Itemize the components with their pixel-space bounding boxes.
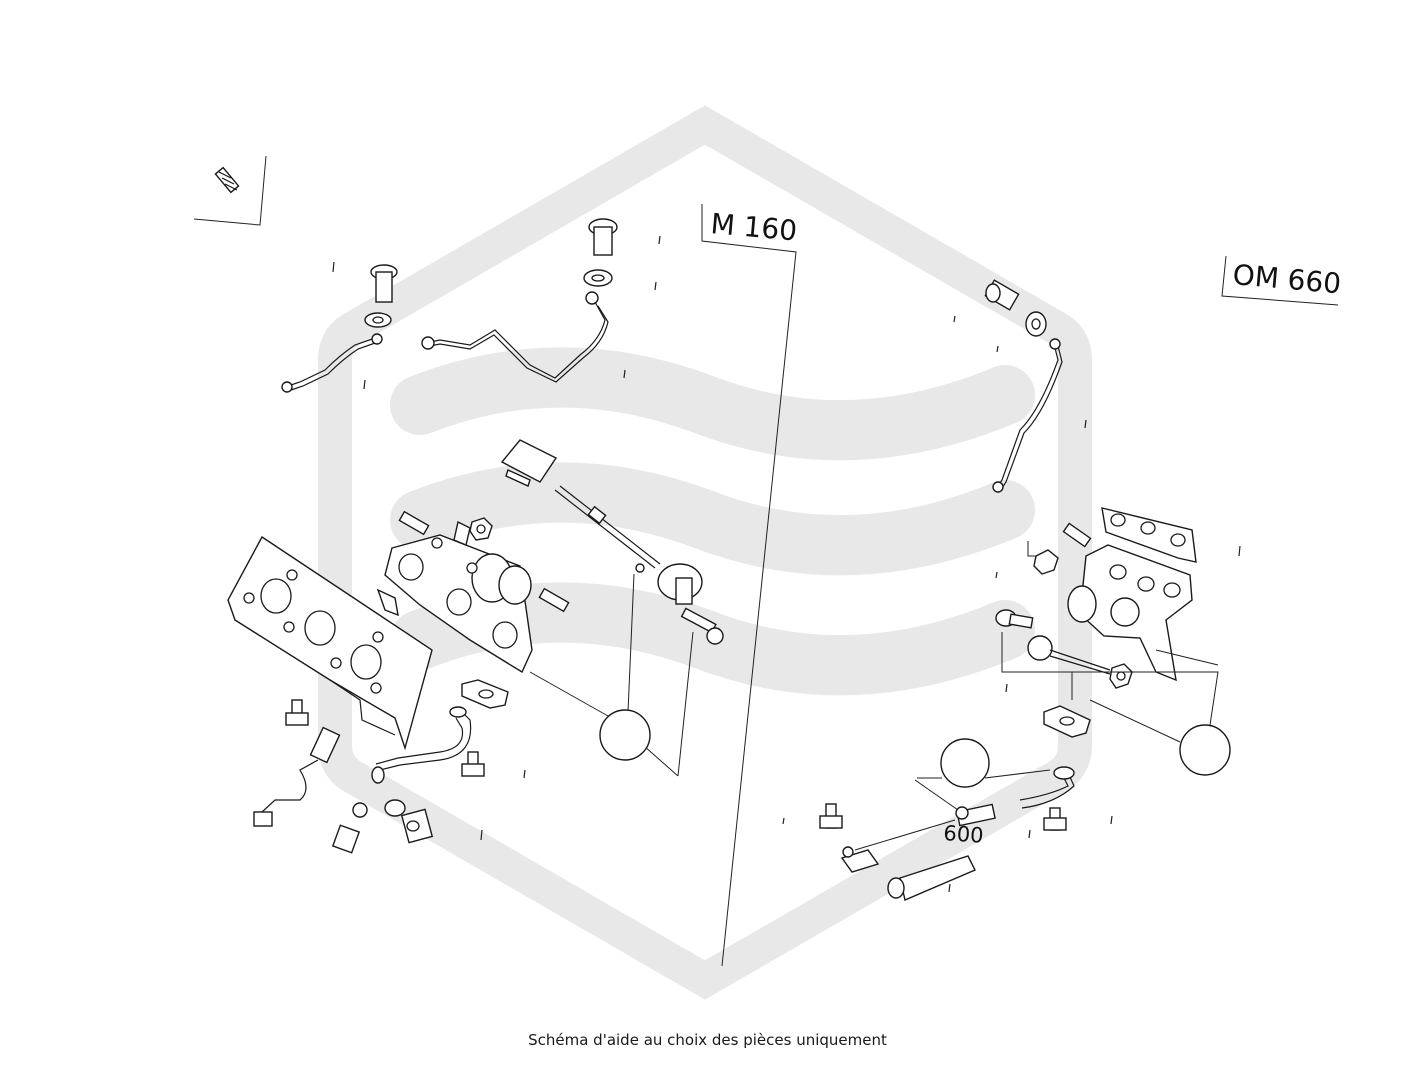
bolt-om660-top bbox=[995, 609, 1034, 629]
stud-om660 bbox=[1062, 522, 1092, 548]
reference-ball-left bbox=[529, 573, 694, 777]
tick-marks bbox=[332, 235, 1241, 893]
wastegate-actuator-om660 bbox=[1027, 635, 1133, 689]
stud-bolt bbox=[214, 166, 240, 194]
caption: Schéma d'aide au choix des pièces unique… bbox=[528, 1031, 887, 1049]
banjo-bolt-om660 bbox=[984, 279, 1047, 337]
gasket-oil-return bbox=[461, 679, 509, 709]
sealant-tube: 600 bbox=[887, 821, 985, 901]
nut-turbo bbox=[469, 517, 493, 541]
engine-label-om660: OM 660 bbox=[1231, 258, 1342, 300]
oil-line-center bbox=[421, 301, 609, 383]
stud-turbo-right bbox=[538, 587, 570, 613]
exhaust-manifold-om660 bbox=[1101, 507, 1197, 563]
hose-om660 bbox=[955, 803, 996, 827]
stud-turbo-left bbox=[398, 510, 430, 536]
oil-return-pipe-om660 bbox=[1019, 766, 1075, 809]
engine-label-m160: M 160 bbox=[709, 207, 798, 247]
section-divider-left bbox=[193, 155, 267, 226]
exhaust-manifold-m160 bbox=[227, 535, 433, 751]
oil-line-left bbox=[281, 333, 383, 393]
bracket-om660 bbox=[840, 819, 956, 873]
screw-actuator bbox=[680, 607, 724, 645]
oxygen-sensor bbox=[253, 726, 341, 827]
reference-ball-om660-left bbox=[914, 738, 1051, 811]
section-divider-om660: OM 660 bbox=[1221, 255, 1342, 306]
bolt-left-2 bbox=[461, 751, 485, 777]
wastegate-actuator bbox=[554, 485, 703, 605]
gasket-om660 bbox=[1043, 705, 1091, 738]
turbocharger-m160 bbox=[384, 520, 533, 674]
banjo-bolt-center bbox=[583, 218, 618, 305]
hose-clamp bbox=[331, 802, 368, 854]
reference-ball-om660-right bbox=[1001, 632, 1231, 776]
banjo-fitting-bottom bbox=[384, 799, 434, 844]
turbocharger-om660 bbox=[1067, 544, 1193, 682]
oil-line-om660 bbox=[992, 338, 1063, 493]
bolt-om660-left bbox=[819, 803, 843, 829]
section-divider-m160: M 160 bbox=[701, 204, 798, 967]
heat-shield-clip bbox=[500, 439, 558, 487]
nut-om660 bbox=[1027, 541, 1059, 575]
callout-600: 600 bbox=[943, 821, 985, 848]
bolt-om660-bottom bbox=[1043, 807, 1067, 831]
oil-return-pipe bbox=[371, 706, 472, 784]
banjo-bolt-left bbox=[364, 264, 398, 328]
bolt-left-1 bbox=[285, 699, 309, 726]
